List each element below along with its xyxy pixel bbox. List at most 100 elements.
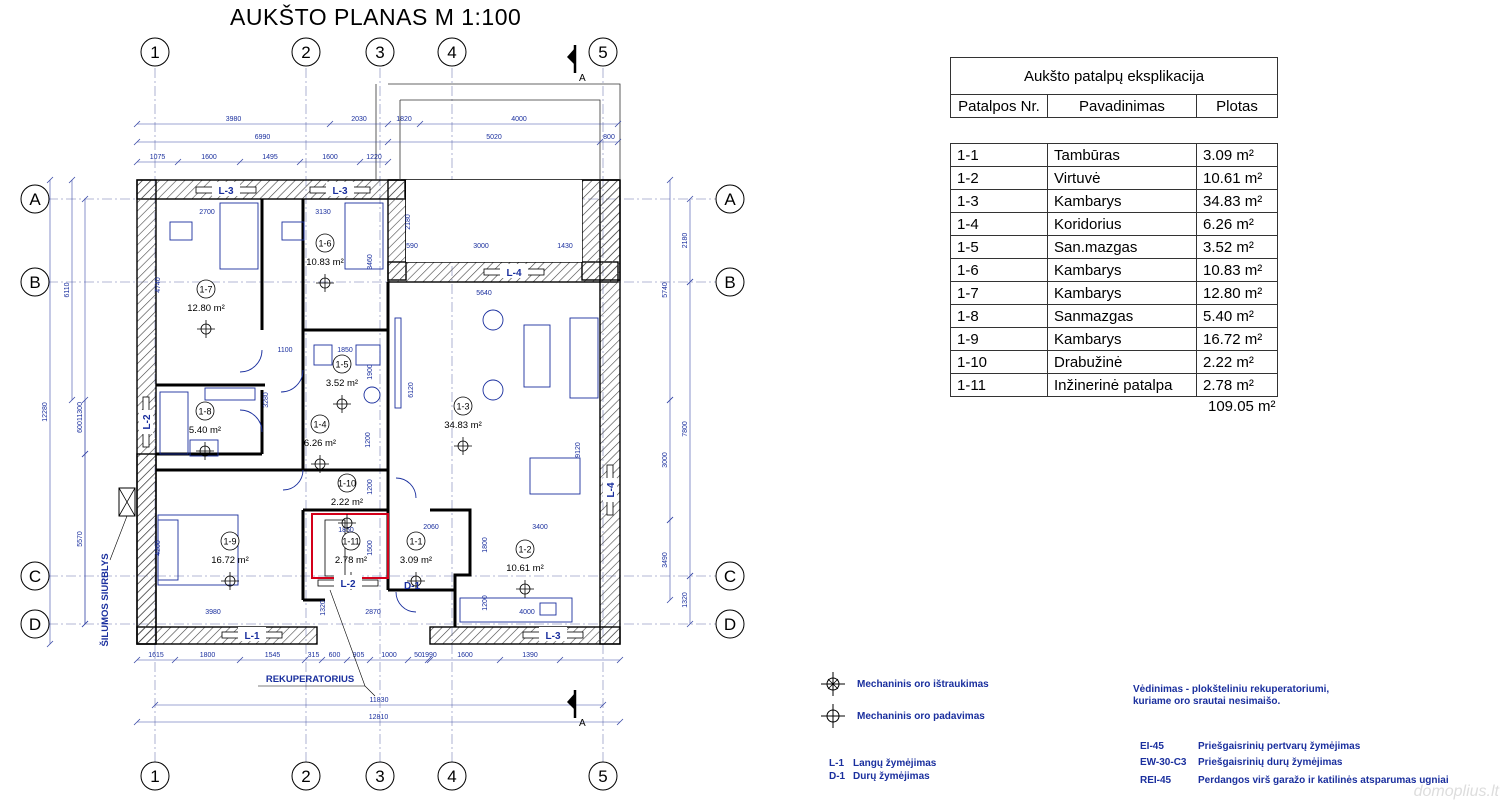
header-name: Pavadinimas: [1047, 94, 1197, 118]
room-tag-circle: [195, 401, 215, 421]
dim-bot1-tick: [318, 656, 326, 664]
dim-right6-tick: [686, 620, 694, 628]
section-letter: A: [579, 718, 586, 729]
dim-right5-tick: [666, 516, 674, 524]
axis-bubble-B: [715, 267, 745, 297]
dim-bot1-tick: [236, 656, 244, 664]
icon-x: [827, 678, 839, 690]
furniture-item: [394, 317, 402, 409]
room-tag-circle: [406, 531, 426, 551]
dim-bot1-label: 1600: [457, 652, 473, 659]
fire-wall-ei45: [311, 513, 389, 579]
window-label-bg: [500, 264, 528, 278]
furniture-item: [157, 514, 239, 586]
axis-label-2: 2: [301, 43, 310, 62]
opening-code: L-3: [546, 631, 561, 642]
room-area: 3.09 m²: [400, 555, 432, 566]
cell-number: 1-5: [950, 235, 1048, 259]
dim-bot1-tick: [171, 656, 179, 664]
furniture-item: [281, 221, 305, 241]
header-number: Patalpos Nr.: [950, 94, 1048, 118]
dim-top1-tick: [614, 120, 622, 128]
heat-pump-cross: [118, 487, 136, 517]
room-id: 1-8: [198, 407, 211, 417]
dim-inner-label: 3460: [367, 254, 374, 270]
dim-bot1-tick: [133, 656, 141, 664]
axis-label-5: 5: [598, 767, 607, 786]
door-swing: [239, 409, 263, 433]
axis-bubble-2: [291, 37, 321, 67]
room-area: 10.83 m²: [306, 257, 344, 268]
dim-top3-tick: [384, 158, 392, 166]
cell-name: Koridorius: [1047, 212, 1197, 236]
dim-top2-label: 6990: [255, 134, 271, 141]
cell-area: 2.78 m²: [1196, 373, 1278, 397]
dim-right5-label: 3490: [662, 552, 669, 568]
room-tag-circle: [196, 279, 216, 299]
page-title: AUKŠTO PLANAS M 1:100: [230, 4, 522, 30]
room-tag-1-8: 1-85.40 m²: [189, 401, 221, 460]
room-tag-circle: [341, 531, 361, 551]
dim-inner-label: 3130: [315, 209, 331, 216]
dim-right3-tick: [686, 278, 694, 286]
icon-cross: [821, 704, 845, 728]
axis-label-4: 4: [447, 767, 456, 786]
room-tag-circle: [337, 473, 357, 493]
opening-code: D-1: [404, 581, 421, 592]
dim-bot1-label: 315: [308, 652, 320, 659]
furniture-item: [313, 344, 333, 366]
dim-bot3-tick: [616, 718, 624, 726]
dim-bot1-label: 905: [353, 652, 365, 659]
cell-number: 1-11: [950, 373, 1048, 397]
fire3-text: Perdangos virš garažo ir katilinės atspa…: [1198, 775, 1449, 786]
room-area: 16.72 m²: [211, 555, 249, 566]
opening-L-3: L-3: [309, 182, 371, 197]
axis-label-C: C: [29, 567, 41, 586]
cell-name: Drabužinė: [1047, 350, 1197, 374]
room-area: 6.26 m²: [304, 438, 336, 449]
opening-D-1: D-1: [404, 581, 421, 592]
dim-right2-label: 5740: [662, 282, 669, 298]
legend-extract-text: Mechaninis oro ištraukimas: [857, 679, 989, 690]
room-id: 1-4: [313, 420, 326, 430]
dim-top3-tick: [356, 158, 364, 166]
dim-left1-tick: [68, 396, 76, 404]
dim-inner-label: 3400: [532, 524, 548, 531]
axis-bubble-4: [437, 37, 467, 67]
dim-left3-label: 12280: [42, 402, 49, 422]
dim-top3-tick: [174, 158, 182, 166]
room-tag-circle: [453, 396, 473, 416]
cell-name: Kambarys: [1047, 281, 1197, 305]
dim-top3-label: 1600: [201, 154, 217, 161]
dim-left5-tick: [81, 450, 89, 458]
room-id: 1-5: [335, 360, 348, 370]
ventilation-note: Vėdinimas - plokšteliniu rekuperatoriumi…: [1133, 684, 1329, 708]
room-id: 1-11: [342, 537, 359, 547]
room-tag-1-9: 1-916.72 m²: [211, 531, 249, 590]
exterior-wall: [136, 453, 157, 645]
cell-name: Kambarys: [1047, 327, 1197, 351]
cell-number: 1-3: [950, 189, 1048, 213]
section-arrow: [567, 693, 575, 710]
axis-bubble-A: [715, 184, 745, 214]
cell-name: Inžinerinė patalpa: [1047, 373, 1197, 397]
dim-bot2-label: 11830: [370, 697, 389, 704]
dim-bot1-label: 600: [329, 652, 341, 659]
vent-icon-cross: [196, 442, 214, 460]
axis-bubble-1: [140, 761, 170, 791]
furniture-item: [363, 386, 381, 404]
dim-top2-tick: [384, 138, 392, 146]
dim-left2-tick: [81, 195, 89, 203]
opening-L-1: L-1: [221, 627, 283, 642]
dim-top3-label: 1220: [366, 154, 382, 161]
section-mark: A: [567, 690, 586, 729]
axis-label-2: 2: [301, 767, 310, 786]
dim-right6-label: 1320: [682, 592, 689, 608]
dim-right4-tick: [666, 396, 674, 404]
axis-label-B: B: [29, 273, 40, 292]
